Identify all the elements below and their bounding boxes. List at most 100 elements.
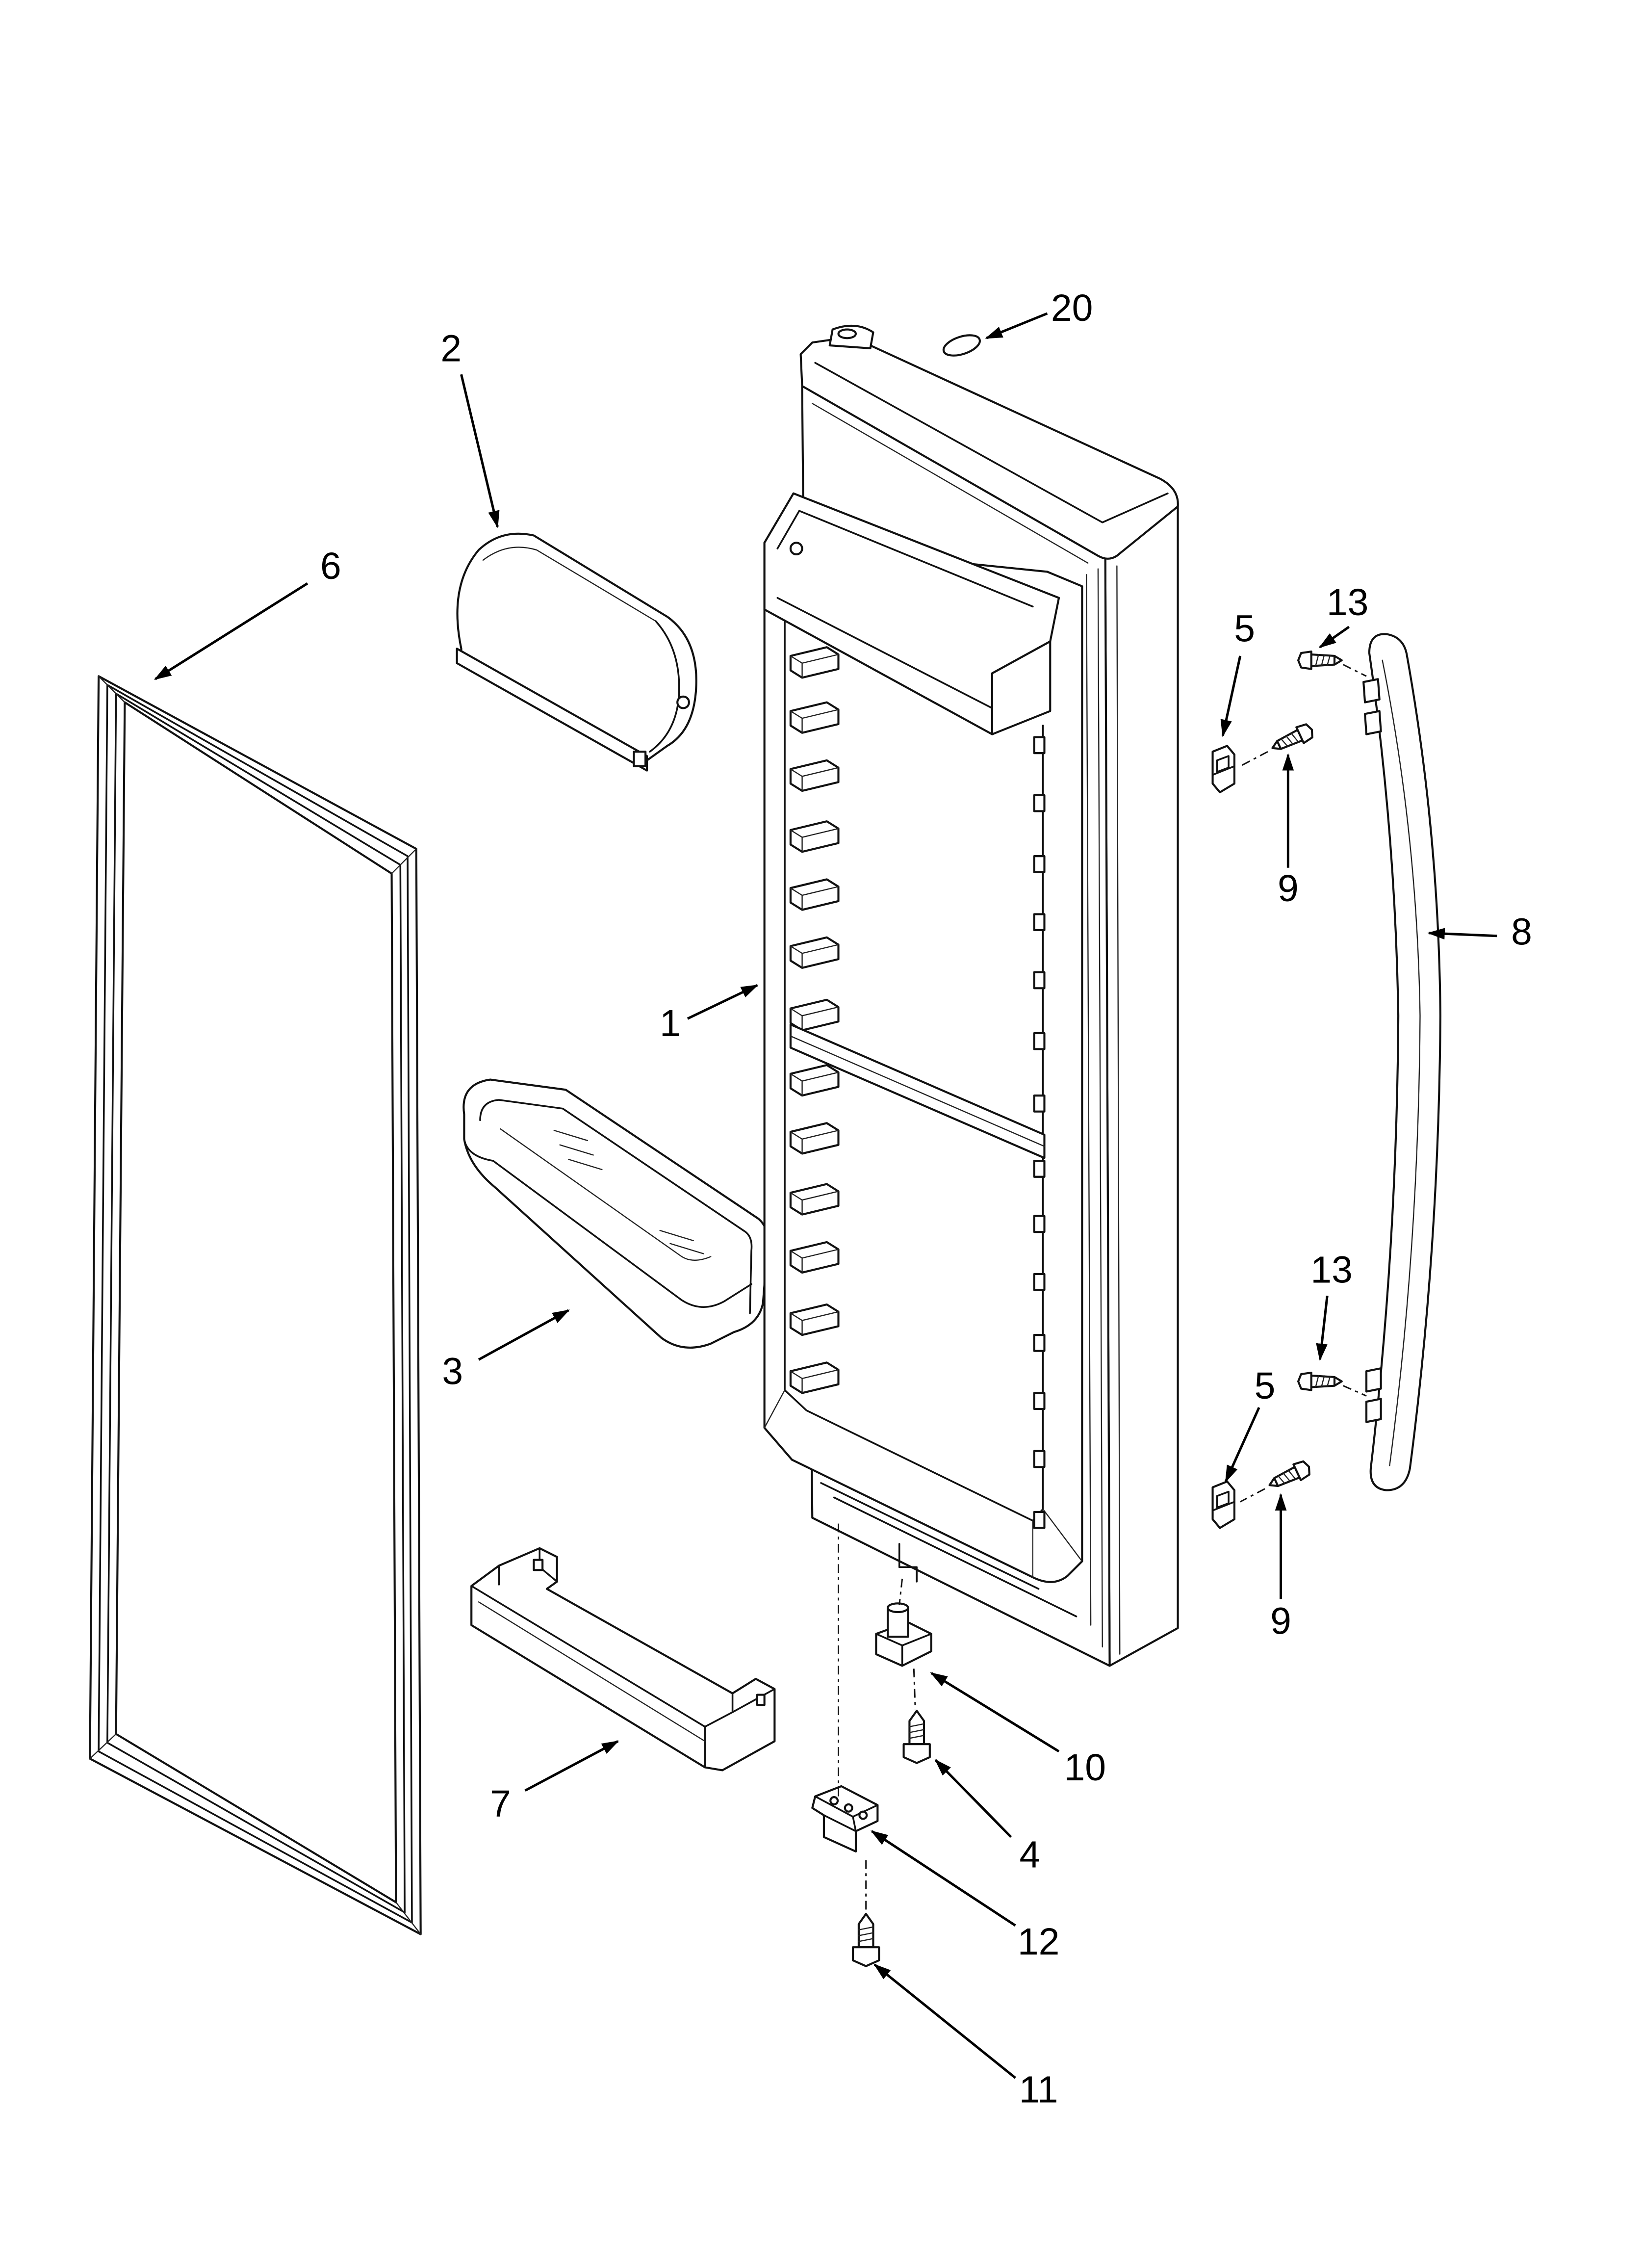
shelf-support-peg-right <box>1033 1032 1046 1050</box>
shelf-support-peg-edge <box>790 886 839 911</box>
screw-thread-lines <box>858 1926 874 1942</box>
dairy-door-body <box>456 532 697 761</box>
shelf-support-peg-edge <box>790 1311 839 1336</box>
shelf-support-peg-edge <box>790 1006 839 1031</box>
shelf-support-peg-edge <box>790 653 839 678</box>
callout-arrow-10 <box>930 1672 1060 1753</box>
door-hinge-hole <box>837 328 857 339</box>
alignment-line-screw-4 <box>913 1668 916 1710</box>
screw-head <box>1295 723 1313 744</box>
dairy-compartment-end <box>991 640 1052 735</box>
dairy-compartment-opening <box>776 510 1034 709</box>
handle-mount-pad-top-2 <box>1364 710 1382 735</box>
hinge-plate-body <box>811 1785 879 1853</box>
callout-label-7: 7 <box>490 1783 511 1825</box>
door-rail-hole-left <box>533 1559 544 1571</box>
dairy-door-top-line <box>482 547 657 622</box>
handle-alignment-lines <box>1240 664 1367 1503</box>
callout-arrow-2 <box>460 374 500 528</box>
callout-arrow-13-top <box>1318 626 1350 649</box>
shelf-support-peg-right <box>1033 1095 1046 1113</box>
callout-label-1: 1 <box>660 1002 681 1044</box>
refrigerator-door <box>763 324 1179 1667</box>
screw-threads <box>908 1710 925 1746</box>
hinge-plate <box>811 1785 879 1853</box>
hinge-plate-hole-3 <box>858 1810 868 1820</box>
door-bin-floor <box>500 1128 712 1261</box>
shelf-support-peg-right <box>1033 1215 1046 1233</box>
door-top-cap-edge <box>814 362 1169 523</box>
shelf-support-peg-edge <box>790 1249 839 1274</box>
screw-thread-lines <box>909 1723 925 1739</box>
gasket-corner-seams <box>89 676 421 1935</box>
hinge-plate-fold <box>814 1795 879 1832</box>
screw-threads <box>857 1913 874 1949</box>
callout-label-10: 10 <box>1064 1747 1106 1789</box>
screw-thread-lines <box>1315 654 1331 667</box>
shelf-support-peg-edge <box>790 1071 839 1096</box>
callout-label-5-bottom: 5 <box>1255 1365 1276 1407</box>
shelf-support-peg-edge <box>790 1191 839 1215</box>
handle-screw-bottom <box>1297 1371 1343 1391</box>
callout-arrow-3 <box>478 1309 570 1361</box>
dairy-door-hinge-lip <box>456 648 648 772</box>
door-gasket-channel <box>812 403 1121 1655</box>
dairy-door-pivot <box>676 695 690 709</box>
callout-arrow-6 <box>154 582 308 680</box>
callout-arrow-4 <box>934 1759 1012 1838</box>
alignment-line-screw-13-top <box>1343 664 1367 677</box>
screw-thread-lines <box>1280 732 1299 747</box>
shelf-support-peg-right <box>1033 736 1046 755</box>
callout-label-2: 2 <box>440 328 462 370</box>
callout-label-9-top: 9 <box>1278 867 1299 910</box>
handle-mount-pad-bottom-2 <box>1365 1398 1382 1423</box>
door-bin-front-lip <box>463 1138 752 1308</box>
shelf-supports-right <box>1033 736 1046 1529</box>
handle-clip-bottom <box>1211 1480 1235 1529</box>
door-bin-rim <box>479 1099 753 1314</box>
door-hinge-tab <box>898 1543 918 1583</box>
door-rail <box>470 1547 776 1772</box>
callout-arrow-12 <box>871 1830 1016 1927</box>
door-gasket <box>89 675 422 1935</box>
shelf-support-peg-right <box>1033 1160 1046 1178</box>
callout-label-13-bottom: 13 <box>1310 1249 1353 1291</box>
callout-arrow-8 <box>1427 928 1497 940</box>
gasket-ridge-2 <box>106 693 406 1914</box>
clip-screw-bottom <box>1268 1460 1310 1487</box>
handle-highlight <box>1382 659 1421 1466</box>
screw-head <box>902 1743 931 1764</box>
callout-label-12: 12 <box>1018 1921 1060 1963</box>
callout-arrow-7 <box>524 1740 619 1792</box>
handle-mount-pad-top-1 <box>1362 678 1381 704</box>
shelf-support-peg-right <box>1033 971 1046 990</box>
door-bin <box>462 1078 769 1349</box>
cap-plug <box>942 334 981 357</box>
hinge-pin <box>875 1602 932 1667</box>
door-shelf-divider-line <box>790 1035 1045 1147</box>
gasket-inner-edge <box>115 701 397 1903</box>
callout-label-9-bottom: 9 <box>1270 1600 1291 1642</box>
door-rail-face-line <box>478 1601 706 1742</box>
callout-label-6: 6 <box>320 545 341 587</box>
screw-head <box>1297 651 1312 670</box>
shelf-support-peg-right <box>1033 913 1046 932</box>
door-bin-body <box>462 1078 769 1349</box>
callout-label-11: 11 <box>1019 2069 1058 2111</box>
door-liner-corners <box>764 1389 1083 1578</box>
callout-arrow-20 <box>985 312 1048 339</box>
callout-arrow-1 <box>687 984 759 1020</box>
screw-head <box>1292 1460 1310 1482</box>
hinge-plate-hole-1 <box>829 1796 839 1805</box>
callout-label-20: 20 <box>1051 287 1093 329</box>
callout-label-3: 3 <box>442 1351 463 1393</box>
door-handle <box>1362 633 1441 1491</box>
alignment-line-screw-13-bottom <box>1343 1385 1367 1397</box>
handle-mount-pad-bottom-1 <box>1365 1367 1382 1393</box>
shelf-supports-left <box>789 646 840 1394</box>
dairy-compartment-pivot-hole <box>789 542 803 556</box>
callout-labels: 20 2 6 1 5 13 9 8 3 13 5 9 10 4 7 12 11 <box>320 287 1532 2111</box>
door-liner-inner-wall <box>784 620 1044 1522</box>
callout-arrows <box>154 312 1497 2079</box>
